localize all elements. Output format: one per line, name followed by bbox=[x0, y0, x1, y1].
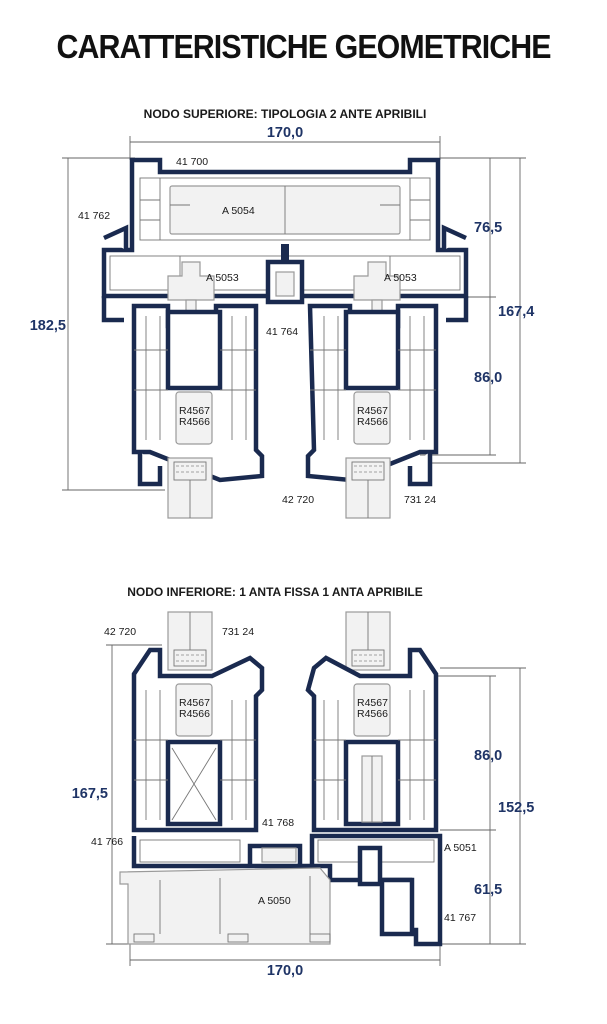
bottom-left-code: 41 766 bbox=[91, 836, 123, 848]
top-right-sash-code-2: R4566 bbox=[357, 416, 388, 428]
bottom-center-code: 41 768 bbox=[262, 817, 294, 829]
bottom-sill-code: 41 767 bbox=[444, 912, 476, 924]
top-right-sash-reinf bbox=[353, 391, 391, 445]
top-bead-left-label: 42 720 bbox=[282, 494, 314, 506]
bottom-right-height-dim: 152,5 bbox=[498, 800, 534, 816]
top-left-sash-reinf bbox=[175, 391, 213, 445]
bottom-sill-height-dim: 61,5 bbox=[474, 882, 502, 898]
top-right-height-dim: 167,4 bbox=[498, 304, 534, 320]
bottom-node-subtitle: NODO INFERIORE: 1 ANTA FISSA 1 ANTA APRI… bbox=[127, 585, 423, 599]
bottom-left-sash-code-1: R4567 bbox=[179, 697, 210, 709]
bottom-sill-reinforcement bbox=[119, 867, 331, 945]
top-frame-code: 41 700 bbox=[176, 156, 208, 168]
top-right-sash-code-1: R4567 bbox=[357, 405, 388, 417]
top-left-reinf bbox=[167, 261, 215, 301]
bottom-sill-reinf-label: A 5050 bbox=[258, 895, 291, 907]
bottom-bead-right-label: 731 24 bbox=[222, 626, 254, 638]
top-right-reinf-label: A 5053 bbox=[384, 272, 417, 284]
bottom-right-sash-code-2: R4566 bbox=[357, 708, 388, 720]
bottom-right-sash-reinf bbox=[353, 683, 391, 737]
bottom-right-reinf-label: A 5051 bbox=[444, 842, 477, 854]
top-node-subtitle: NODO SUPERIORE: TIPOLOGIA 2 ANTE APRIBIL… bbox=[144, 107, 427, 121]
top-right-reinf bbox=[353, 261, 401, 301]
top-width-dim: 170,0 bbox=[267, 125, 303, 141]
bottom-node: NODO INFERIORE: 1 ANTA FISSA 1 ANTA APRI… bbox=[72, 585, 535, 979]
bottom-width-dim: 170,0 bbox=[267, 963, 303, 979]
bottom-left-sash-code-2: R4566 bbox=[179, 708, 210, 720]
top-bead-right-label: 731 24 bbox=[404, 494, 436, 506]
top-left-code: 41 762 bbox=[78, 210, 110, 222]
bottom-bead-left-label: 42 720 bbox=[104, 626, 136, 638]
bottom-sash-height-dim: 86,0 bbox=[474, 748, 502, 764]
top-left-reinf-label: A 5053 bbox=[206, 272, 239, 284]
bottom-right-sash-code-1: R4567 bbox=[357, 697, 388, 709]
top-left-sash-code-2: R4566 bbox=[179, 416, 210, 428]
bottom-left-sash-reinf bbox=[175, 683, 213, 737]
top-total-height-dim: 182,5 bbox=[30, 318, 66, 334]
top-node: NODO SUPERIORE: TIPOLOGIA 2 ANTE APRIBIL… bbox=[30, 107, 534, 519]
top-reinf-label: A 5054 bbox=[222, 205, 255, 217]
top-frame-height-dim: 76,5 bbox=[474, 220, 502, 236]
top-mullion-label: 41 764 bbox=[266, 326, 298, 338]
top-left-sash-code-1: R4567 bbox=[179, 405, 210, 417]
bottom-left-height-dim: 167,5 bbox=[72, 786, 108, 802]
top-sash-height-dim: 86,0 bbox=[474, 370, 502, 386]
page-title: CARATTERISTICHE GEOMETRICHE bbox=[56, 28, 551, 65]
